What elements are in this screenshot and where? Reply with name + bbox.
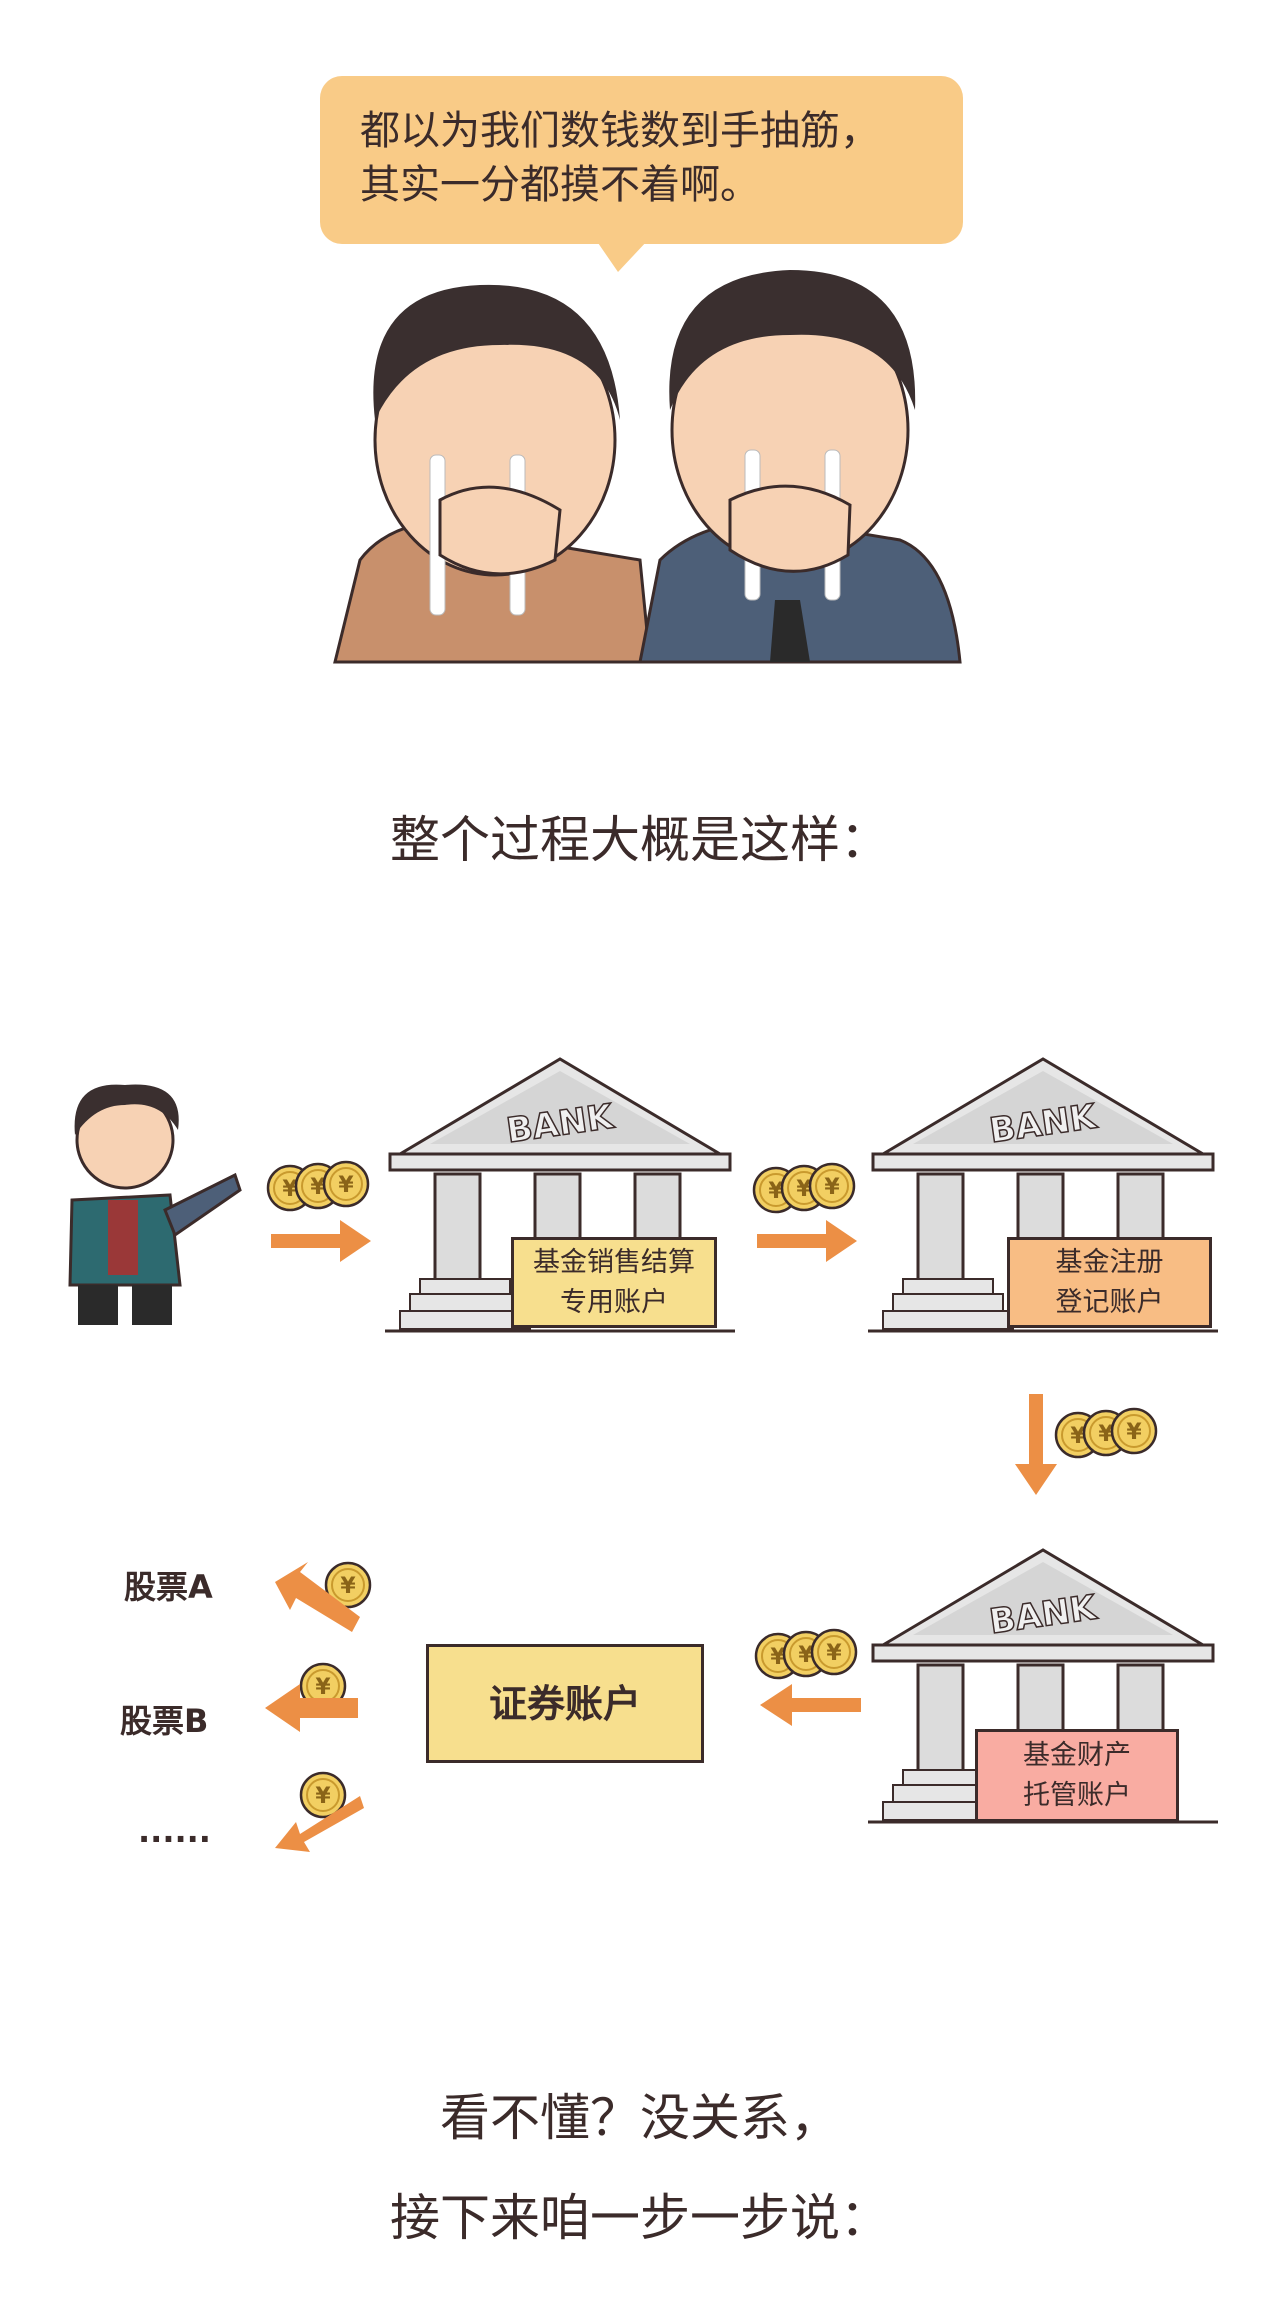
stock-b-label: 股票B — [120, 1702, 209, 1740]
fund-registration-account: 基金注册登记账户 — [1007, 1237, 1212, 1328]
arrow-left-icon — [760, 1684, 861, 1726]
coins-1-icon — [266, 1160, 370, 1212]
arrow-to-others-icon — [275, 1796, 364, 1852]
account2-line2: 登记账户 — [1055, 1286, 1164, 1318]
bank-2-sign: BANK — [987, 1097, 1100, 1152]
arrow-down-icon — [1015, 1394, 1057, 1495]
arrow-right-1-icon — [271, 1220, 371, 1262]
more-stocks-label: ...... — [138, 1812, 211, 1850]
coins-2-icon — [752, 1162, 856, 1214]
investor-person-illustration — [68, 1084, 242, 1325]
speech-bubble-text: 都以为我们数钱数到手抽筋， 其实一分都摸不着啊。 — [360, 104, 880, 212]
footer-line-2: 接下来咱一步一步说： — [390, 2189, 890, 2247]
speech-bubble-tail — [596, 240, 648, 272]
arrow-to-stock-a-icon — [275, 1562, 360, 1632]
stock-a-label: 股票A — [124, 1568, 213, 1606]
process-heading: 整个过程大概是这样： — [390, 811, 890, 869]
fund-sales-settlement-account: 基金销售结算专用账户 — [511, 1237, 717, 1328]
arrows — [265, 1220, 1057, 1852]
account1-line1: 基金销售结算 — [533, 1246, 695, 1278]
arrow-to-stock-b-icon — [265, 1684, 358, 1732]
coins-3-icon — [1054, 1407, 1158, 1459]
speech-line-1: 都以为我们数钱数到手抽筋， — [360, 108, 880, 154]
arrow-right-2-icon — [757, 1220, 857, 1262]
coins-4-icon — [754, 1628, 858, 1680]
speech-line-2: 其实一分都摸不着啊。 — [360, 162, 760, 208]
securities-account: 证券账户 — [426, 1644, 704, 1763]
speech-bubble — [320, 76, 963, 244]
account3-line2: 托管账户 — [1023, 1779, 1131, 1811]
account3-line1: 基金财产 — [1023, 1739, 1131, 1771]
footer-line-1: 看不懂？没关系， — [440, 2089, 840, 2147]
fund-custody-account: 基金财产托管账户 — [975, 1729, 1179, 1822]
account1-line2: 专用账户 — [560, 1286, 668, 1318]
account2-line1: 基金注册 — [1055, 1246, 1164, 1278]
crying-men-illustration — [333, 270, 962, 664]
